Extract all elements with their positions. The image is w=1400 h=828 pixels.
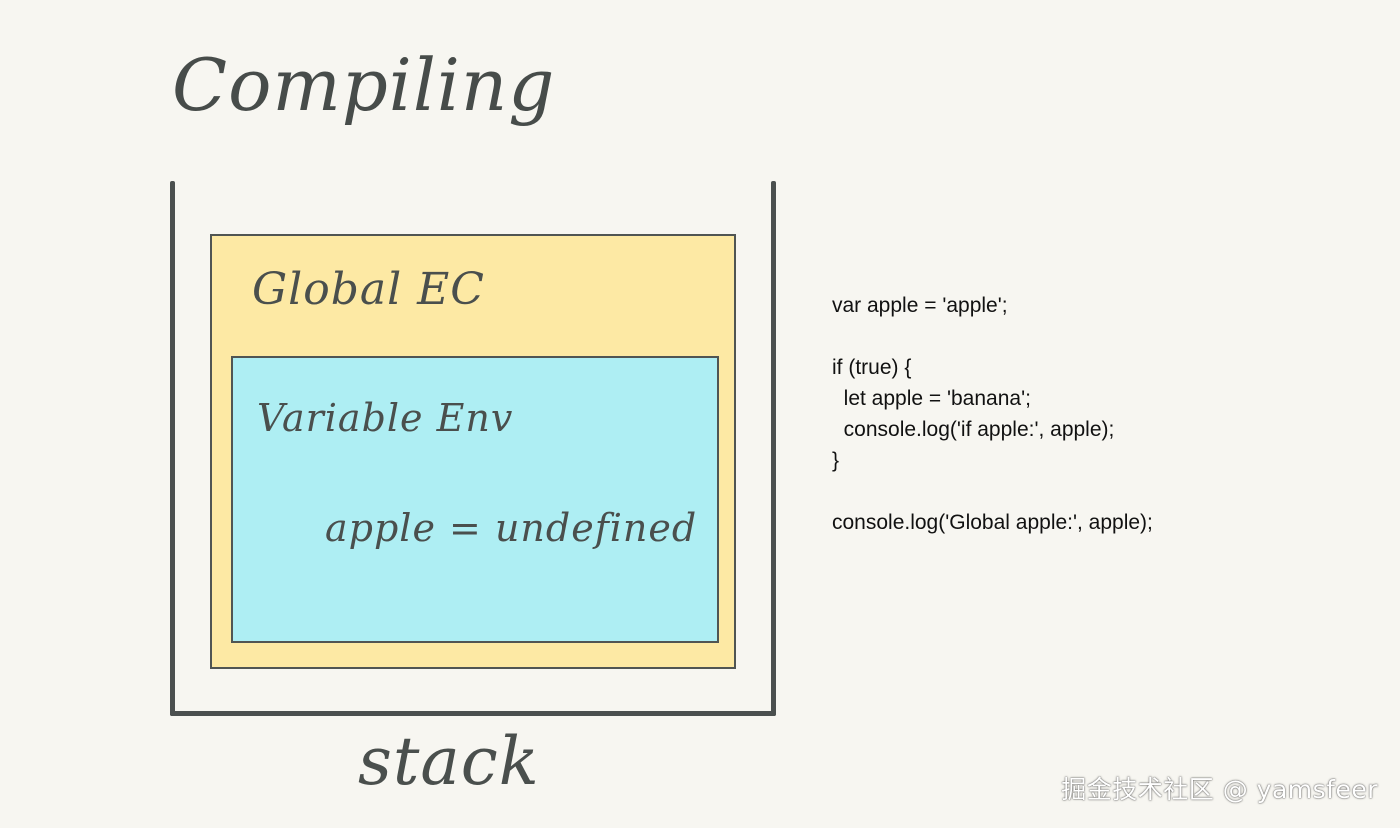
code-line: if (true) { bbox=[832, 356, 912, 379]
diagram-title: Compiling bbox=[172, 43, 556, 127]
variable-env-label: Variable Env bbox=[257, 396, 514, 440]
stack-bottom-wall bbox=[170, 711, 776, 716]
stack-right-wall bbox=[771, 181, 776, 716]
code-snippet: var apple = 'apple'; if (true) { let appl… bbox=[832, 290, 1153, 538]
stack-label: stack bbox=[358, 723, 540, 800]
code-line bbox=[832, 476, 1153, 507]
stack-left-wall bbox=[170, 181, 175, 716]
call-stack bbox=[170, 181, 776, 716]
watermark: 掘金技术社区 @ yamsfeer bbox=[1061, 775, 1378, 804]
code-line: console.log('Global apple:', apple); bbox=[832, 511, 1153, 534]
code-line: console.log('if apple:', apple); bbox=[832, 418, 1115, 441]
code-line: } bbox=[832, 449, 840, 472]
code-line: var apple = 'apple'; bbox=[832, 294, 1008, 317]
code-line: let apple = 'banana'; bbox=[832, 387, 1031, 410]
global-execution-context: Global EC Variable Env apple = undefined bbox=[210, 234, 736, 669]
code-line bbox=[832, 321, 1153, 352]
variable-environment: Variable Env apple = undefined bbox=[231, 356, 719, 643]
global-ec-label: Global EC bbox=[252, 264, 485, 315]
variable-binding: apple = undefined bbox=[325, 506, 698, 550]
